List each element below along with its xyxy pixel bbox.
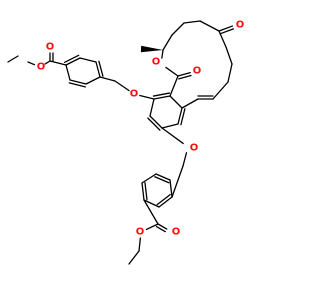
double-bond [95,61,101,78]
single-bond [139,94,155,100]
single-bond [169,75,179,97]
carbonyl-oxygen-bottom-label: O [172,227,181,238]
single-bond [27,61,36,66]
double-bond [68,82,86,88]
single-bond [227,63,233,83]
single-bond [199,20,220,32]
ester-oxygen-top-label: O [37,62,46,73]
single-bond [182,152,188,167]
single-bond [85,76,101,85]
double-bond [69,79,87,85]
double-bond [154,176,170,184]
double-bond [180,108,186,126]
single-bond [183,20,201,24]
double-bond [218,25,234,32]
double-bond [144,181,148,201]
single-bond [161,127,184,145]
double-bond [147,117,161,131]
single-bond [143,199,159,225]
single-bond [225,46,233,65]
single-bond [161,49,164,59]
lactone-ring-oxygen-label: O [152,57,161,68]
single-bond [7,55,19,63]
single-bond [141,173,157,184]
double-bond [158,196,173,208]
single-bond [171,22,185,36]
double-bond [64,54,80,63]
double-bond [177,71,191,77]
single-bond [114,80,130,92]
single-bond [44,60,51,65]
single-bond [212,81,229,100]
single-bond [65,64,71,81]
ether-oxygen-left-label: O [130,89,139,100]
wedges-layer [140,45,163,53]
bonds-layer [7,20,235,265]
single-bond [171,165,184,198]
single-bond [169,179,173,198]
single-bond [145,223,159,231]
double-bond [178,74,192,80]
lactone-carbonyl-oxygen-label: O [193,66,202,77]
double-bond [177,107,183,125]
single-bond [138,237,142,252]
single-bond [169,95,183,109]
single-bond [79,57,97,63]
single-bond [49,60,67,66]
double-bond [149,115,163,129]
single-bond [181,98,199,109]
single-bond [143,199,160,208]
double-bond [155,225,166,233]
single-bond [162,34,173,51]
ketone-oxygen-label: O [236,20,245,31]
carbonyl-oxygen-top-label: O [46,42,55,53]
double-bond [155,173,171,181]
single-bond [128,250,140,265]
single-bond [161,123,179,129]
single-bond [165,66,179,77]
ether-oxygen-bottom-label: O [190,143,199,154]
double-bond [98,60,104,77]
stereo-wedge-methyl [140,45,163,53]
double-bond [153,95,171,100]
ester-oxygen-bottom-label: O [136,227,145,238]
single-bond [149,98,155,117]
double-bond [141,182,145,201]
single-bond [99,76,116,82]
double-bond [219,28,235,35]
double-bond [156,193,171,206]
double-bond [157,223,168,230]
double-bond [152,92,171,97]
double-bond [65,57,81,66]
